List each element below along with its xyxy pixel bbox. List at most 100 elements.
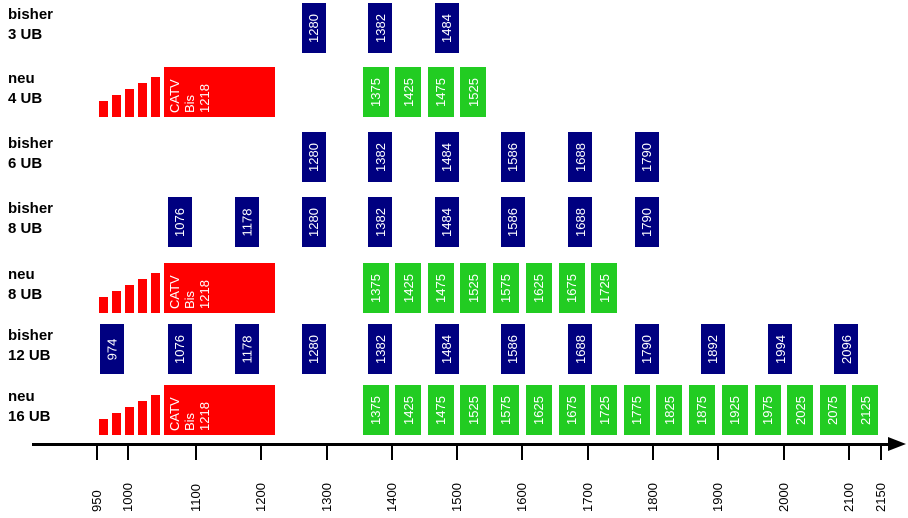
axis-tick-label: 1200	[253, 472, 284, 512]
channel-freq-label: 1975	[760, 395, 776, 425]
channel-legacy: 1076	[167, 324, 192, 374]
axis-tick-text: 950	[89, 490, 104, 512]
channel-new: 1475	[427, 67, 454, 117]
channel-new: 1575	[492, 385, 519, 435]
axis-tick-text: 1800	[645, 483, 660, 512]
channel-freq-label: 1675	[564, 395, 580, 425]
channel-freq-label: 1484	[439, 142, 455, 172]
catv-ramp-step	[112, 291, 121, 313]
catv-ramp-step	[99, 419, 108, 435]
channel-legacy: 1790	[634, 324, 659, 374]
catv-text-line: CATV	[167, 397, 182, 431]
axis-tick	[717, 444, 719, 460]
channel-legacy: 1382	[368, 197, 393, 247]
channel-new: 1775	[623, 385, 650, 435]
channel-new: 1425	[395, 263, 422, 313]
channel-legacy: 1382	[368, 324, 393, 374]
channel-freq-label: 1625	[531, 273, 547, 303]
axis-tick-label: 1300	[319, 472, 350, 512]
channel-new: 1425	[395, 385, 422, 435]
catv-ramp-step	[151, 273, 160, 313]
channel-new: 2125	[852, 385, 878, 435]
catv-ramp-step	[125, 407, 134, 435]
channel-freq-label: 1625	[531, 395, 547, 425]
row-label-line1: neu	[8, 388, 35, 405]
channel-freq-label: 1382	[372, 207, 388, 237]
channel-freq-label: 974	[104, 338, 120, 360]
channel-new: 1475	[427, 385, 454, 435]
axis-tick-text: 1300	[319, 483, 334, 512]
channel-freq-label: 1525	[465, 395, 481, 425]
catv-ramp-step	[138, 83, 147, 117]
axis-tick-label: 1400	[384, 472, 415, 512]
channel-legacy: 1892	[700, 324, 725, 374]
channel-freq-label: 1178	[239, 208, 255, 236]
channel-freq-label: 1382	[372, 334, 388, 364]
channel-new: 1375	[362, 263, 389, 313]
channel-freq-label: 1425	[400, 395, 416, 425]
channel-new: 1525	[460, 263, 487, 313]
channel-freq-label: 1280	[306, 13, 322, 43]
channel-legacy: 974	[99, 324, 124, 374]
catv-ramp-step	[112, 413, 121, 435]
catv-text-line: Bis	[182, 412, 197, 431]
channel-freq-label: 1875	[694, 395, 710, 425]
channel-freq-label: 1280	[306, 334, 322, 364]
catv-ramp-step	[112, 95, 121, 117]
row-label-line2: 6 UB	[8, 155, 43, 172]
channel-legacy: 1994	[768, 324, 793, 374]
axis-tick-text: 1600	[514, 483, 529, 512]
channel-freq-label: 1280	[306, 142, 322, 172]
row-label-line2: 12 UB	[8, 347, 51, 364]
axis-tick-text: 1500	[449, 483, 464, 512]
channel-legacy: 2096	[834, 324, 859, 374]
channel-new: 1375	[362, 67, 389, 117]
channel-legacy: 1790	[634, 132, 659, 182]
axis-tick	[127, 444, 129, 460]
axis-tick-label: 2100	[841, 472, 872, 512]
channel-freq-label: 1375	[368, 395, 384, 425]
axis-tick-label: 1500	[449, 472, 480, 512]
channel-legacy: 1076	[167, 197, 192, 247]
channel-new: 1625	[525, 385, 552, 435]
axis-tick-text: 2100	[841, 483, 856, 512]
catv-text-line: CATV	[167, 275, 182, 309]
catv-ramp-step	[151, 395, 160, 435]
channel-freq-label: 1586	[505, 207, 521, 237]
channel-freq-label: 1675	[564, 273, 580, 303]
channel-freq-label: 1775	[629, 395, 645, 425]
axis-tick-label: 1700	[580, 472, 611, 512]
catv-text-line: Bis	[182, 94, 197, 113]
channel-legacy: 1382	[368, 132, 393, 182]
channel-freq-label: 1178	[239, 335, 255, 363]
channel-legacy: 1484	[434, 324, 459, 374]
axis-tick	[456, 444, 458, 460]
channel-legacy: 1178	[234, 324, 259, 374]
channel-freq-label: 1375	[368, 273, 384, 303]
channel-new: 1925	[721, 385, 748, 435]
channel-legacy: 1688	[568, 132, 593, 182]
channel-new: 2075	[819, 385, 846, 435]
channel-freq-label: 1280	[306, 207, 322, 237]
channel-new: 1475	[427, 263, 454, 313]
axis-tick	[96, 444, 98, 460]
channel-legacy: 1280	[301, 3, 326, 53]
channel-legacy: 1178	[234, 197, 259, 247]
axis-tick-text: 1900	[710, 483, 725, 512]
channel-freq-label: 1790	[639, 142, 655, 172]
axis-tick-text: 1100	[188, 484, 203, 512]
catv-text-line: 1218	[197, 84, 212, 113]
catv-text-line: CATV	[167, 79, 182, 113]
axis-tick-text: 1000	[120, 483, 135, 512]
channel-freq-label: 1475	[433, 273, 449, 303]
axis-tick-label: 1900	[710, 472, 741, 512]
axis-tick-text: 1400	[384, 483, 399, 512]
axis-tick-label: 950	[89, 472, 120, 512]
catv-ramp-step	[125, 89, 134, 117]
row-label-line1: bisher	[8, 6, 54, 23]
channel-freq-label: 1076	[172, 207, 188, 237]
